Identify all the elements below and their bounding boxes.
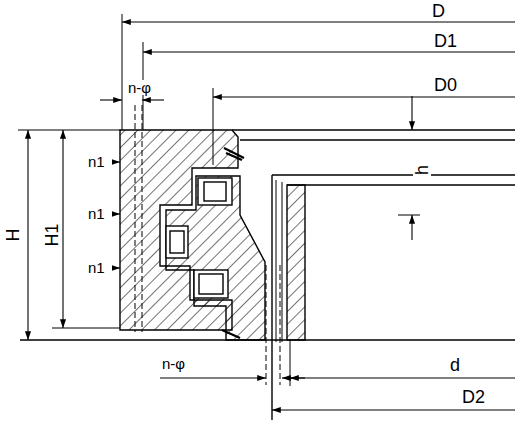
callout-number: n1 — [86, 260, 107, 275]
gear-ring — [287, 185, 305, 340]
extension-line — [18, 14, 420, 386]
dimension-label: d — [448, 356, 462, 374]
roller — [166, 178, 232, 298]
hole-spec-label: n-φ — [160, 356, 187, 371]
inner-ring — [166, 176, 265, 340]
mounting-plate — [20, 130, 515, 420]
dimension-label: H — [4, 227, 22, 244]
seal — [222, 148, 244, 338]
bolt-hole — [135, 105, 280, 385]
callout-number: n1 — [86, 206, 107, 221]
dimension-label: H1 — [43, 221, 61, 248]
leader-line — [112, 162, 120, 268]
dimension-label: D — [430, 2, 447, 20]
callout-number: n1 — [86, 154, 107, 169]
dimension-line — [28, 22, 515, 410]
dimension-label: h — [413, 163, 431, 177]
hole-spec-label: n-φ — [126, 80, 153, 95]
dimension-label: D1 — [432, 32, 459, 50]
dimension-label: D0 — [432, 76, 459, 94]
dimension-label: D2 — [460, 388, 487, 406]
